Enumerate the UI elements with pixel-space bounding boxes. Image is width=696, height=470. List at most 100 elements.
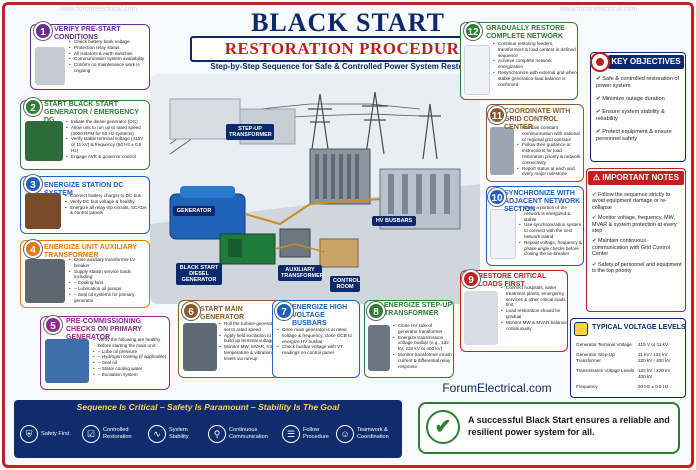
- tower-image: [490, 209, 516, 259]
- voltage-row-value: 415 V or 11 kV: [638, 342, 669, 347]
- step-10-item: Use synchronization system to connect wi…: [519, 222, 583, 239]
- step-7-item: Check busbar voltage with VT readings on…: [277, 344, 359, 356]
- step-5-item: – Stator cooling water: [93, 366, 169, 372]
- important-notes-title: ⚠ IMPORTANT NOTES: [588, 171, 684, 185]
- step-4-item: Close auxiliary transformer LV breaker: [69, 257, 149, 269]
- step-4-number: 4: [24, 240, 42, 258]
- note-item: ✔ Safety of personnel and equipment is t…: [592, 261, 682, 275]
- step-12-card: Continue restoring feeders, transformers…: [460, 22, 578, 100]
- step-12-item: Continue restoring feeders, transformers…: [493, 41, 577, 58]
- clipboard-icon: ☰: [282, 425, 300, 443]
- battery-bank-image: [25, 193, 61, 229]
- step-10-item: Repeat voltage, frequency & phase angle …: [519, 240, 583, 257]
- step-4-card: Close auxiliary transformer LV breaker S…: [20, 240, 150, 308]
- step-12-item: Achieve complete network energization: [493, 58, 577, 70]
- step-12-title: Gradually Restore Complete Network: [486, 25, 565, 40]
- objective-item: ✔ Protect equipment & ensure personnel s…: [596, 129, 672, 142]
- step-8-item: Monitor transformer inrush current & dif…: [393, 352, 453, 369]
- transformer-image: [25, 259, 65, 303]
- voltage-row-label: Generator Terminal Voltage: [576, 342, 632, 347]
- note-item: ✔ Monitor voltage, frequency, MW, MVAR &…: [592, 215, 677, 235]
- title-line1: BLACK START: [251, 8, 445, 37]
- important-notes-panel: [586, 168, 686, 312]
- diesel-generator-image: [25, 121, 63, 161]
- step-9-item: Connect hospitals, water treatment plant…: [501, 285, 567, 308]
- label-control-room: CONTROL ROOM: [330, 276, 360, 292]
- step-1-item: Communication system availability: [69, 56, 149, 62]
- step-11-item: Maintain constant communication with nat…: [517, 125, 583, 142]
- voltage-row-label: Generator Step-Up Transformer: [576, 352, 615, 363]
- success-message-box: [418, 402, 680, 454]
- step-5-number: 5: [44, 316, 62, 334]
- step-11-title: Coordinate with Grid Control Center: [504, 108, 571, 131]
- label-black-start-dg: BLACK START DIESEL GENERATOR: [176, 263, 222, 285]
- step-4-item: Supply station service loads including:: [69, 269, 149, 281]
- step-6-title: Start Main Generator: [200, 306, 245, 321]
- step-1-item: Confirm no maintenance work is ongoing: [69, 62, 149, 74]
- target-icon: [590, 52, 610, 72]
- note-item: ✔ Maintain continuous communication with…: [592, 238, 670, 258]
- watermark-text: www.forumelectrical.com: [60, 6, 138, 13]
- step-11-item: Report status at each and every major mi…: [517, 166, 583, 178]
- step-3-item: Verify DC bus voltage & healthy: [65, 199, 149, 205]
- step-9-item: Load restoration should be gradual: [501, 308, 567, 320]
- step-10-number: 10: [488, 188, 506, 206]
- step-8-item: Energize transmission voltage busbar (e.…: [393, 335, 453, 352]
- step-6-card: Roll the turbine-generator set to rated …: [178, 300, 280, 378]
- label-hv-busbars: HV BUSBARS: [372, 216, 416, 226]
- step-2-title: Start Black Start Generator / Emergency …: [44, 101, 139, 124]
- step-5-item: – Hydrogen cooling (if applicable): [93, 354, 169, 360]
- primary-generator-image: [45, 339, 89, 383]
- panel-image: [35, 47, 65, 85]
- label-generator: GENERATOR: [173, 206, 215, 216]
- hospital-image: [464, 291, 498, 345]
- step-1-item: Protection relay status: [69, 45, 149, 51]
- warning-icon: ⚠: [592, 173, 603, 182]
- step-1-title: Verify Pre-Start Conditions: [54, 26, 121, 41]
- bottom-item: ⚲Continuous Communication: [208, 418, 280, 450]
- step-5-card: Verify the following are healthy before …: [40, 316, 170, 390]
- bottom-item: ☑Controlled Restoration: [82, 418, 146, 450]
- step-9-number: 9: [462, 270, 480, 288]
- turbine-image: [183, 323, 217, 371]
- key-objectives-title: KEY OBJECTIVES: [608, 55, 684, 69]
- note-item: ✔ Follow the sequence strictly to avoid …: [592, 192, 671, 211]
- step-4-item: – Seal oil systems for primary generator: [69, 292, 149, 304]
- power-plant-illustration: [150, 74, 480, 304]
- bottom-item: ☰Follow Procedure: [282, 418, 334, 450]
- title-line2: RESTORATION PROCEDURE: [190, 36, 506, 62]
- step-3-item: Energize all relay trip circuits, SCADA …: [65, 205, 149, 217]
- key-objectives-list: ✔ Safe & controlled restoration of power…: [596, 76, 684, 149]
- step-7-item: Once main generator is at rated voltage …: [277, 327, 359, 344]
- voltage-levels-title: TYPICAL VOLTAGE LEVELS: [592, 324, 686, 331]
- step-5-item: – Lube oil pressure: [93, 349, 169, 355]
- step-3-item: Connect battery charger to DC bus: [65, 193, 149, 199]
- step-1-item: All isolators & earth switches: [69, 51, 149, 57]
- step-4-item: – Lubrication oil pumps: [69, 286, 149, 292]
- checklist-icon: ☑: [82, 425, 100, 443]
- step-6-number: 6: [182, 302, 200, 320]
- objective-item: ✔ Ensure system stability & reliability: [596, 109, 665, 122]
- website-link[interactable]: ForumElectrical.com: [442, 381, 552, 395]
- pulse-icon: ∿: [148, 425, 166, 443]
- step-1-number: 1: [34, 22, 52, 40]
- team-icon: ☺: [336, 425, 354, 443]
- step-9-item: Monitor MW & MVAR balance continuously: [501, 320, 567, 332]
- bottom-item: ⛨Safety First: [20, 418, 80, 450]
- step-2-card: Initiate the diesel generator (DG) Allow…: [20, 100, 150, 170]
- bottom-banner-heading: Sequence Is Critical – Safety Is Paramou…: [76, 402, 340, 412]
- step-7-number: 7: [275, 302, 293, 320]
- check-circle-icon: ✔: [426, 410, 460, 444]
- step-6-item: Roll the turbine-generator set to rated …: [219, 321, 279, 333]
- tower-icon: ⚲: [208, 425, 226, 443]
- step-2-item: Verify stable terminal voltage (415V or …: [66, 136, 148, 153]
- step-10-title: Synchronize with Adjacent Network Sectio…: [504, 190, 581, 213]
- step-2-number: 2: [24, 98, 42, 116]
- step-4-item: – Cooling fans: [69, 280, 149, 286]
- step-6-item: Apply field excitation to build up termi…: [219, 333, 279, 345]
- watermark-text: www.forumelectrical.com: [560, 6, 638, 13]
- objective-item: ✔ Minimize outage duration: [596, 96, 665, 102]
- step-8-title: Energize Step-up Transformer: [384, 302, 452, 317]
- step-3-title: Energize Station DC System: [44, 182, 124, 197]
- step-8-item: Close HV side of generator transformer: [393, 323, 453, 335]
